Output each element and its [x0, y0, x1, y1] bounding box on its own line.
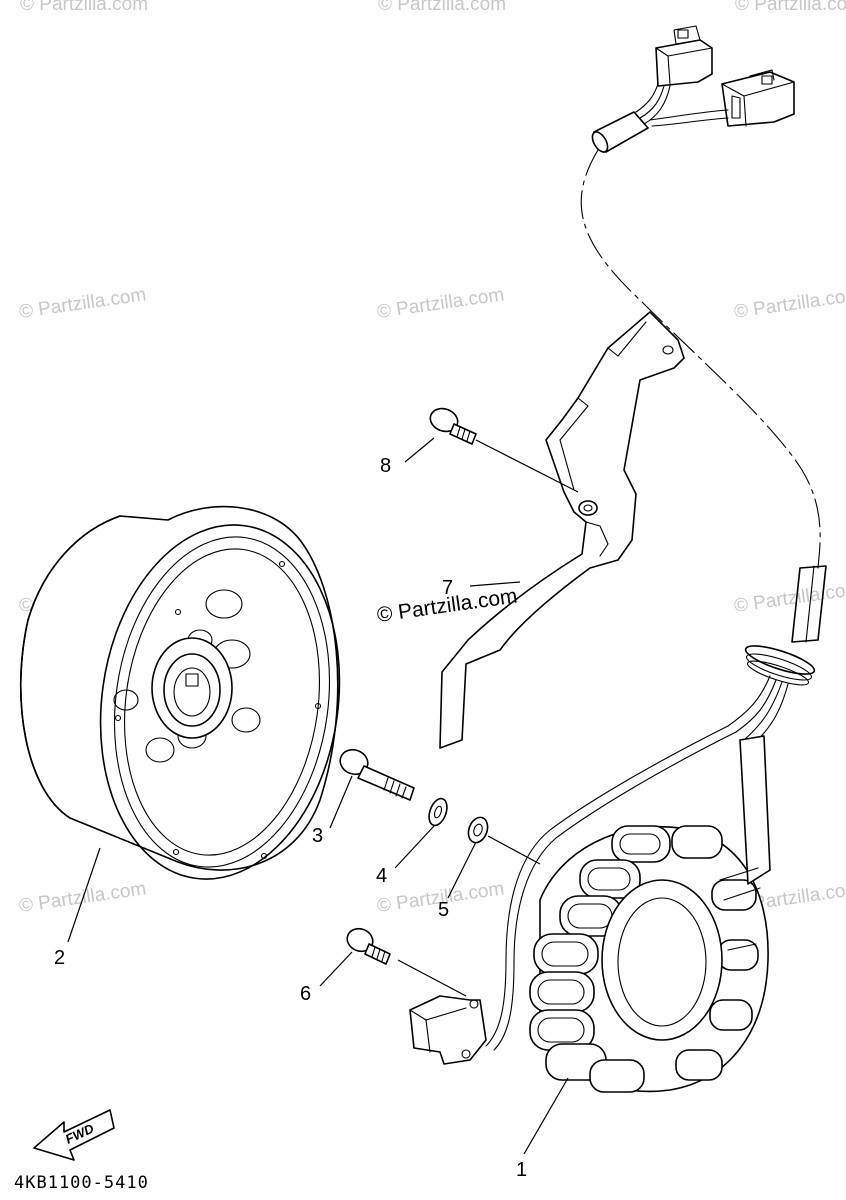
callout-8: 8 [380, 455, 391, 477]
watermark: © Partzilla.com [18, 284, 148, 323]
callout-7: 7 [442, 577, 453, 599]
watermark: © Partzilla.com [733, 578, 846, 617]
stator-coils [529, 825, 759, 1093]
part-2-rotor [19, 505, 341, 880]
callout-4: 4 [376, 865, 387, 887]
watermark: © Partzilla.com [376, 284, 506, 323]
callout-3: 3 [312, 825, 323, 847]
watermark: © Partzilla.com [733, 284, 846, 323]
callout-2: 2 [54, 947, 65, 969]
part-3-bolt [339, 748, 415, 801]
part-4-washer [428, 797, 448, 827]
watermark: © Partzilla.com [20, 0, 148, 15]
wire-harness [485, 25, 827, 1051]
part-1-stator [529, 735, 771, 1093]
part-5-washer [467, 816, 489, 844]
fwd-arrow-icon: FWD [33, 1109, 115, 1161]
diagram-code: 4KB1100-5410 [14, 1173, 149, 1193]
callout-6: 6 [300, 983, 311, 1005]
callout-5: 5 [438, 899, 449, 921]
part-8-bolt [429, 407, 477, 445]
part-7-bracket [439, 311, 685, 749]
watermark: © Partzilla.com [378, 0, 506, 15]
leader-lines [67, 437, 579, 1155]
pickup-coil [409, 995, 487, 1065]
callout-1: 1 [516, 1159, 527, 1181]
part-6-bolt [346, 927, 391, 965]
callouts: 8 7 3 4 5 2 6 1 [54, 455, 527, 1181]
watermark: © Partzilla.com [735, 0, 846, 15]
